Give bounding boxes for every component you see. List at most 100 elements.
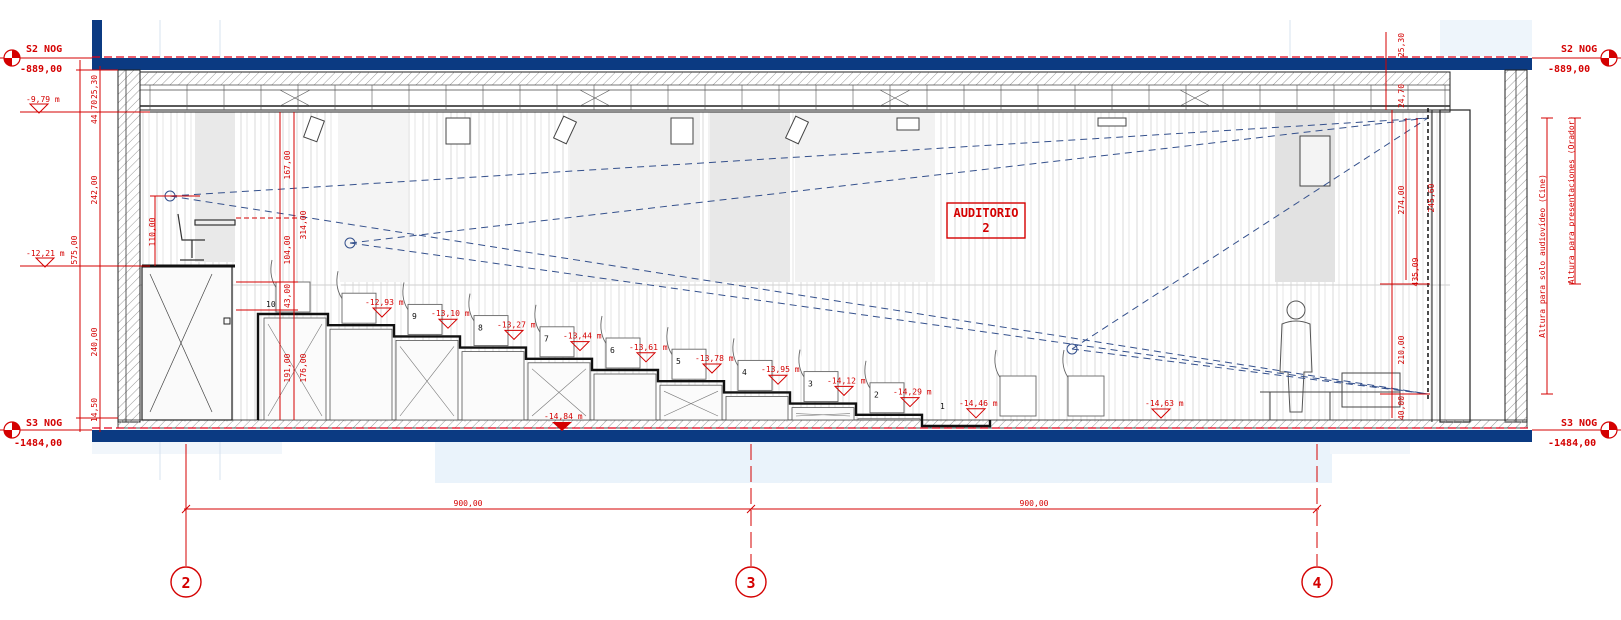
step-elevation-labels: -12,93 m-13,10 m-13,27 m-13,44 m-13,61 m…	[365, 298, 998, 408]
truss-brace	[579, 89, 611, 107]
note-cinema: Altura para solo audiovídeo (Cine)	[1538, 174, 1547, 338]
truss-brace	[879, 89, 911, 107]
grid-bubble-2	[170, 566, 202, 598]
step-number: 5	[676, 357, 681, 366]
step-elevation-label: -13,44 m	[563, 332, 602, 341]
level-target-tl	[3, 49, 21, 67]
step-number: 4	[742, 368, 747, 377]
step-elevation-marker	[899, 397, 921, 408]
grid-bubble-4	[1301, 566, 1333, 598]
tier-cross	[531, 368, 587, 417]
step-elevation-marker	[767, 374, 789, 385]
elevation-marker-main	[552, 422, 572, 431]
slab-edge-left	[92, 20, 102, 68]
dim-left-5: 240,00	[90, 327, 99, 356]
room-number: 2	[982, 221, 989, 235]
grid-axis-label-2: 2	[181, 574, 190, 592]
dim-booth-2: 314,00	[299, 210, 308, 239]
booth-socket	[223, 317, 231, 325]
wall-panel	[795, 112, 935, 282]
eye-point	[1066, 343, 1078, 355]
step-number: 3	[808, 379, 813, 388]
elevation-bottom-center: -14,84 m	[544, 412, 583, 421]
elevation-floor-right: -14,63 m	[1145, 399, 1184, 408]
step-number: 2	[874, 391, 879, 400]
foundation-fill	[435, 438, 1332, 483]
seat	[798, 349, 839, 403]
dimension-labels: 25,30 44,70 242,00 575,00 240,00 14,50 1…	[70, 33, 1436, 508]
dim-booth-5: 191,00	[283, 353, 292, 382]
seating-tiers	[256, 312, 992, 428]
room-name: AUDITORIO	[953, 206, 1018, 220]
step-elevation-marker	[503, 329, 525, 341]
tier-cross	[795, 413, 851, 417]
sightlines	[169, 117, 1429, 395]
dim-right-1: 25,30	[1397, 33, 1406, 57]
eye-point	[344, 237, 356, 249]
level-value-bottom-right: -1484,00	[1548, 438, 1596, 449]
wall-panel	[338, 112, 408, 282]
bottom-slab	[92, 430, 1532, 442]
seat	[864, 360, 905, 414]
dim-booth-7: 110,00	[148, 217, 157, 246]
dim-left-2: 44,70	[90, 100, 99, 124]
tier-riser-block	[461, 351, 525, 421]
level-target-br	[1600, 421, 1618, 439]
seat	[994, 349, 1037, 417]
level-name-top-right: S2 NOG	[1561, 44, 1597, 55]
seat	[732, 338, 773, 391]
seat	[270, 259, 311, 313]
booth-glass	[195, 112, 235, 262]
level-target-tr	[1600, 49, 1618, 67]
dim-booth-6: 176,00	[299, 353, 308, 382]
step-number-labels: 10 9 8 7 6 5 4 3 2 1	[266, 300, 945, 411]
presenter-figure	[1279, 300, 1313, 413]
level-value-bottom-left: -1484,00	[14, 438, 62, 449]
step-elevation-label: -13,95 m	[761, 365, 800, 374]
dim-right-3: 274,00	[1397, 185, 1406, 214]
step-number: 1	[940, 402, 945, 411]
step-elevation-marker	[635, 352, 657, 363]
step-elevation-label: -14,46 m	[959, 399, 998, 408]
truss-verticals	[149, 85, 1446, 110]
truss-brace	[1179, 89, 1211, 107]
dim-tick	[1312, 504, 1322, 514]
elevation-left-upper: -9,79 m	[26, 95, 60, 104]
seat	[402, 282, 443, 335]
tier-riser-block	[395, 339, 459, 421]
dim-tick	[746, 504, 756, 514]
booth-base	[141, 265, 233, 421]
dim-right-6: 210,00	[1397, 335, 1406, 364]
grid-bubble-3	[735, 566, 767, 598]
truss-brace	[279, 89, 311, 107]
dim-booth-3: 104,00	[283, 235, 292, 264]
level-value-top-left: -889,00	[20, 64, 62, 75]
dim-left-4: 575,00	[70, 235, 79, 264]
level-name-top-left: S2 NOG	[26, 44, 62, 55]
note-presenter: Altura para presentaciones (Orador)	[1567, 116, 1576, 285]
elevation-marker	[28, 103, 50, 114]
step-elevation-markers	[371, 307, 987, 419]
step-number: 10	[266, 300, 276, 309]
level-name-bottom-left: S3 NOG	[26, 418, 62, 429]
step-number: 8	[478, 323, 483, 332]
dim-right-5: 435,09	[1411, 257, 1420, 286]
step-number: 7	[544, 335, 549, 344]
tier-riser-block	[593, 373, 657, 421]
step-elevation-marker	[569, 341, 591, 352]
tier-riser-block	[725, 395, 789, 421]
tier-cross	[663, 390, 719, 417]
seat	[534, 304, 575, 358]
elevation-marker	[1150, 408, 1172, 419]
room-label-box	[946, 202, 1026, 239]
left-wall	[117, 69, 141, 423]
step-number: 6	[610, 346, 615, 355]
step-elevation-label: -14,29 m	[893, 388, 932, 397]
top-slab	[92, 58, 1532, 70]
step-elevation-label: -13,78 m	[695, 354, 734, 363]
dim-left-6: 14,50	[90, 398, 99, 422]
tier-cross	[399, 346, 455, 417]
step-number: 9	[412, 312, 417, 321]
step-elevation-marker	[965, 408, 987, 419]
